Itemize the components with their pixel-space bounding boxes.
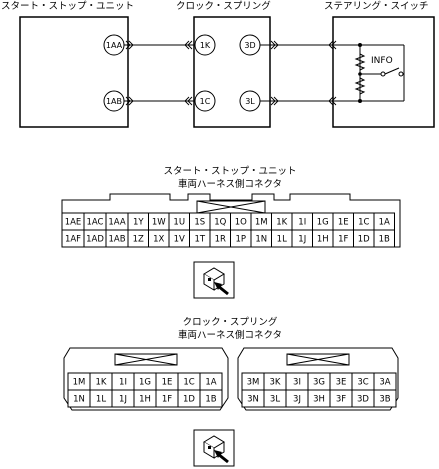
terminal-3L: 3L	[239, 90, 261, 112]
svg-text:1C: 1C	[200, 97, 211, 106]
pin-label: 1G	[139, 378, 151, 388]
pin-label: 1A	[379, 218, 390, 228]
pin-label: 1AC	[86, 218, 103, 228]
pin-label: 1C	[358, 218, 369, 228]
pin-label: 3J	[293, 395, 301, 405]
info-switch-label: INFO	[371, 56, 393, 66]
pin-label: 1H	[139, 395, 151, 405]
pin-label: 1N	[255, 235, 267, 245]
pin-label: 1D	[183, 395, 195, 405]
pin-label: 1W	[152, 218, 166, 228]
pin-label: 1I	[298, 218, 306, 228]
junction-dots	[358, 43, 362, 103]
pin-label: 3M	[247, 378, 260, 388]
ssu-box	[19, 16, 129, 128]
cs-right-pin-grid: 3M 3K 3I 3G 3E 3C 3A 3N 3L 3J 3H 3F 3D 3B	[241, 372, 397, 408]
ssu-connector-title-2: 車両ハーネス側コネクタ	[178, 178, 282, 190]
pin-label: 1I	[119, 378, 127, 388]
pin-label: 1L	[277, 235, 287, 245]
pin-label: 1B	[205, 395, 216, 405]
pin-label: 1V	[174, 235, 185, 245]
pin-label: 1D	[358, 235, 370, 245]
terminal-1C: 1C	[194, 90, 216, 112]
terminal-1AB: 1AB	[103, 90, 125, 112]
pin-cell	[373, 229, 395, 248]
pin-label: 3C	[357, 378, 368, 388]
pin-label: 1Q	[214, 218, 226, 228]
pin-label: 1U	[173, 218, 185, 228]
pin-label: 1E	[338, 218, 349, 228]
pin-label: 3K	[270, 378, 281, 388]
terminal-3D: 3D	[239, 34, 261, 56]
connector-chevrons	[125, 40, 337, 106]
pin-label: 1K	[276, 218, 287, 228]
pin-cell	[373, 389, 397, 408]
pin-label: 1M	[73, 378, 86, 388]
pin-label: 1G	[317, 218, 329, 228]
pin-label: 1T	[194, 235, 205, 245]
svg-text:1AB: 1AB	[106, 97, 122, 106]
connector-view-icon	[193, 261, 235, 299]
steering-switch-title: ステアリング・スイッチ	[324, 0, 429, 12]
clock-spring-title: クロック・スプリング	[176, 0, 271, 12]
pin-label: 3B	[379, 395, 390, 405]
pin-label: 1AF	[65, 235, 81, 245]
pin-label: 3I	[293, 378, 301, 388]
wires	[124, 44, 360, 102]
pin-label: 1E	[162, 378, 173, 388]
pin-label: 1X	[153, 235, 164, 245]
ssu-pin-grid: 1AE 1AC 1AA 1Y 1W 1U 1S 1Q 1O 1M 1K 1I 1G 1E 1C 1A 1AF 1A…	[61, 212, 395, 248]
svg-text:1K: 1K	[200, 41, 211, 50]
pin-label: 1R	[215, 235, 226, 245]
pin-label: 1M	[255, 218, 268, 228]
svg-text:3D: 3D	[244, 41, 255, 50]
pin-label: 1Z	[133, 235, 144, 245]
connector-view-icon	[193, 429, 235, 467]
cs-connector-left-body	[63, 347, 229, 411]
pin-label: 1AD	[86, 235, 104, 245]
pin-label: 1K	[96, 378, 107, 388]
pin-label: 1O	[235, 218, 247, 228]
pin-label: 3G	[313, 378, 325, 388]
cs-left-pin-grid: 1M 1K 1I 1G 1E 1C 1A 1N 1L 1J 1H 1F 1D 1B	[67, 372, 223, 408]
terminal-1AA: 1AA	[103, 34, 125, 56]
svg-text:3L: 3L	[245, 97, 255, 106]
pin-label: 1P	[235, 235, 246, 245]
pin-label: 1A	[205, 378, 216, 388]
pin-label: 1Y	[133, 218, 144, 228]
pin-label: 3E	[336, 378, 347, 388]
pin-label: 1C	[183, 378, 194, 388]
pin-label: 3D	[357, 395, 369, 405]
pin-label: 1L	[96, 395, 106, 405]
info-switch-circuit	[354, 44, 405, 102]
clock-spring-box	[193, 16, 271, 128]
terminal-1K: 1K	[194, 34, 216, 56]
pin-label: 1AA	[108, 218, 125, 228]
pin-label: 1H	[317, 235, 329, 245]
pin-label: 3H	[313, 395, 325, 405]
cs-connector-right-body	[237, 347, 399, 411]
pin-label: 1B	[379, 235, 390, 245]
cs-connector-title-2: 車両ハーネス側コネクタ	[178, 329, 282, 341]
pin-label: 1F	[162, 395, 172, 405]
pin-label: 1F	[338, 235, 348, 245]
ssu-connector-title-1: スタート・ストップ・ユニット	[163, 166, 296, 177]
pin-label: 1J	[119, 395, 127, 405]
steering-switch-box	[332, 16, 435, 128]
pin-label: 3F	[336, 395, 346, 405]
pin-cell	[199, 389, 223, 408]
pin-label: 1J	[298, 235, 306, 245]
pin-label: 1AE	[65, 218, 82, 228]
ssu-title: スタート・ストップ・ユニット	[1, 1, 134, 12]
pin-label: 3N	[247, 395, 259, 405]
cs-connector-title-1: クロック・スプリング	[183, 316, 278, 328]
pin-label: 3L	[270, 395, 280, 405]
svg-text:1AA: 1AA	[106, 41, 123, 50]
pin-label: 3A	[379, 378, 390, 388]
pin-label: 1AB	[108, 235, 125, 245]
pin-label: 1S	[194, 218, 205, 228]
pin-label: 1N	[73, 395, 85, 405]
